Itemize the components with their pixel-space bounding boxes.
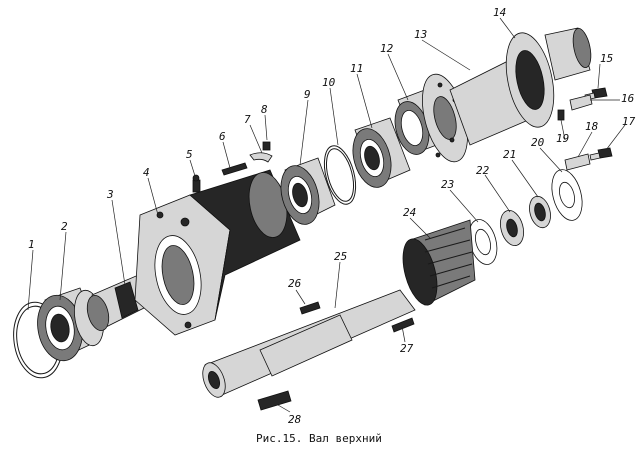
part-24-bevel-gear: [402, 219, 476, 306]
callout-9: 9: [304, 88, 311, 101]
figure-caption: Рис.15. Вал верхний: [256, 432, 382, 445]
callout-17: 17: [622, 115, 636, 128]
callout-15: 15: [600, 52, 613, 65]
callout-10: 10: [322, 76, 336, 89]
callout-labels: 1 2 3 4 5 6 7 8 9 10 11 12 13 14 15 16 1…: [28, 6, 636, 426]
callout-2: 2: [61, 220, 68, 233]
callout-14: 14: [493, 6, 506, 19]
part-4-housing: [134, 169, 301, 336]
part-19-pin: [557, 109, 565, 121]
callout-22: 22: [476, 164, 490, 177]
part-5-grease-nipple: [192, 174, 201, 193]
callout-8: 8: [261, 103, 268, 116]
callout-13: 13: [414, 28, 427, 41]
callout-21: 21: [503, 148, 516, 161]
callout-1: 1: [28, 238, 35, 251]
callout-20: 20: [531, 136, 545, 149]
callout-18: 18: [585, 120, 599, 133]
leader-lines: [27, 17, 626, 413]
part-20-cover-plate: [551, 169, 583, 221]
part-23-lock-washer: [468, 219, 498, 265]
callout-7: 7: [244, 113, 251, 126]
callout-12: 12: [380, 42, 394, 55]
callout-11: 11: [350, 62, 363, 75]
part-26-key: [299, 301, 321, 315]
callout-24: 24: [403, 206, 416, 219]
part-21-ring: [529, 195, 551, 229]
callout-6: 6: [219, 130, 226, 143]
callout-28: 28: [288, 413, 302, 426]
part-25-shaft: [202, 289, 416, 398]
callout-3: 3: [106, 188, 114, 201]
part-28-key: [257, 390, 292, 411]
part-10-ring: [323, 145, 357, 205]
part-7-washer: [249, 152, 273, 163]
callout-19: 19: [556, 132, 569, 145]
callout-23: 23: [441, 178, 454, 191]
part-18-lock-plate: [564, 153, 591, 171]
part-27-key: [391, 317, 415, 333]
part-14-splined-hub: [449, 27, 592, 146]
part-17-bolt: [589, 147, 613, 161]
part-6-pin: [221, 162, 248, 176]
callout-4: 4: [143, 166, 150, 179]
part-8-nut: [262, 141, 271, 151]
part-9-bearing: [280, 157, 336, 225]
part-16-lock-plate: [569, 94, 593, 111]
callout-27: 27: [400, 342, 414, 355]
callout-16: 16: [621, 92, 635, 105]
callout-5: 5: [186, 148, 193, 161]
part-22-nut: [499, 209, 525, 247]
callout-26: 26: [288, 277, 302, 290]
callout-25: 25: [334, 250, 347, 263]
part-10-ring-inner: [325, 148, 355, 202]
part-11-bearing: [352, 117, 411, 188]
